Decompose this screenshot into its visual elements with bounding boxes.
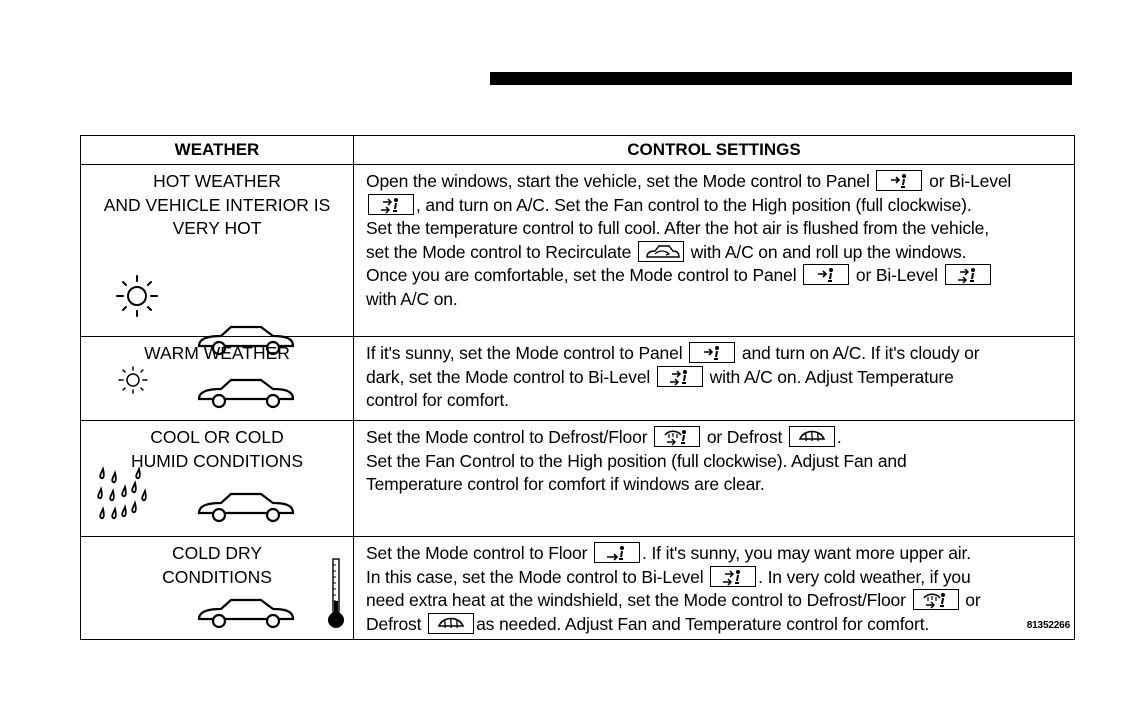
- settings-text: Temperature control for comfort if windo…: [366, 474, 765, 494]
- settings-text: Set the temperature control to full cool…: [366, 218, 989, 238]
- floor-mode-icon: [594, 542, 641, 563]
- settings-text: .: [836, 427, 842, 447]
- car-icon: [197, 378, 295, 409]
- defrost-mode-icon: [788, 426, 835, 447]
- sun-icon: [116, 275, 158, 317]
- section-header-bar: [490, 72, 1072, 85]
- settings-text: control for comfort.: [366, 390, 509, 410]
- car-icon: [197, 598, 295, 629]
- bi-level-mode-icon: [944, 264, 991, 285]
- control-settings-column-header: CONTROL SETTINGS: [353, 135, 1075, 165]
- settings-text: Set the Mode control to Defrost/Floor: [366, 427, 648, 447]
- settings-text: . If it's sunny, you may want more upper…: [642, 543, 971, 563]
- panel-mode-icon: [876, 170, 923, 191]
- car-icon: [197, 492, 295, 523]
- table-row-hot-weather: HOT WEATHER AND VEHICLE INTERIOR IS VERY…: [80, 164, 1075, 356]
- settings-text: or: [965, 590, 981, 610]
- settings-text: with A/C on.: [366, 288, 458, 309]
- weather-label-line: WARM WEATHER: [144, 343, 290, 363]
- table-row-cold-dry: COLD DRY CONDITIONS Set the Mode control…: [80, 536, 1075, 640]
- settings-text: In this case, set the Mode control to Bi…: [366, 566, 704, 587]
- settings-text: or Defrost: [706, 427, 783, 447]
- control-settings-cell: Set the Mode control to Defrost/Floor or…: [353, 420, 1075, 537]
- bi-level-mode-icon: [656, 365, 703, 387]
- weather-cell: COLD DRY CONDITIONS: [80, 536, 354, 640]
- bi-level-mode-icon: [368, 193, 414, 215]
- defrost-mode-icon: [428, 612, 475, 634]
- thermometer-icon: [328, 558, 344, 628]
- settings-text: Once you are comfortable, set the Mode c…: [366, 265, 797, 285]
- settings-text: with A/C on. Adjust Temperature: [709, 366, 954, 387]
- weather-column-header: WEATHER: [80, 135, 354, 165]
- settings-text: or Bi-Level: [929, 171, 1012, 191]
- settings-text: with A/C on and roll up the windows.: [690, 241, 967, 262]
- weather-cell: WARM WEATHER: [80, 336, 354, 421]
- settings-text: Open the windows, start the vehicle, set…: [366, 171, 870, 191]
- settings-text: Set the Mode control to Floor: [366, 543, 588, 563]
- settings-text: and turn on A/C. If it's cloudy or: [741, 343, 980, 363]
- figure-code: 81352266: [1026, 619, 1070, 631]
- weather-cell: COOL OR COLD HUMID CONDITIONS: [80, 420, 354, 537]
- settings-text: as needed. Adjust Fan and Temperature co…: [476, 613, 930, 634]
- defrost-floor-mode-icon: [654, 426, 701, 447]
- settings-text: or Bi-Level: [855, 265, 938, 285]
- panel-mode-icon: [689, 342, 736, 363]
- panel-mode-icon: [803, 264, 850, 285]
- settings-text: , and turn on A/C. Set the Fan control t…: [416, 194, 972, 215]
- weather-label-line: VERY HOT: [172, 218, 262, 238]
- settings-text: set the Mode control to Recirculate: [366, 241, 632, 262]
- weather-label-line: CONDITIONS: [162, 566, 272, 587]
- control-settings-cell: Set the Mode control to Floor . If it's …: [353, 536, 1075, 640]
- weather-label-line: COOL OR COLD: [150, 427, 284, 447]
- settings-text: Set the Fan Control to the High position…: [366, 450, 907, 471]
- weather-label-line: HOT WEATHER: [153, 171, 281, 191]
- weather-cell: HOT WEATHER AND VEHICLE INTERIOR IS VERY…: [80, 164, 354, 356]
- table-row-warm-weather: WARM WEATHER If it's sunny, set the Mode…: [80, 336, 1075, 421]
- raindrops-icon: [97, 466, 147, 520]
- climate-settings-table: WEATHER CONTROL SETTINGS HOT WEATHER AND…: [80, 135, 1075, 640]
- weather-label-line: COLD DRY: [171, 543, 263, 563]
- settings-text: Defrost: [366, 613, 422, 634]
- weather-label-line: AND VEHICLE INTERIOR IS: [103, 194, 331, 215]
- small-sun-icon: [118, 366, 148, 394]
- defrost-floor-mode-icon: [912, 589, 959, 610]
- control-settings-cell: If it's sunny, set the Mode control to P…: [353, 336, 1075, 421]
- settings-text: need extra heat at the windshield, set t…: [366, 590, 906, 610]
- bi-level-mode-icon: [710, 565, 757, 587]
- recirculate-mode-icon: [637, 240, 684, 262]
- table-row-cool-humid: COOL OR COLD HUMID CONDITIONS: [80, 420, 1075, 537]
- settings-text: . In very cold weather, if you: [758, 566, 971, 587]
- control-settings-cell: Open the windows, start the vehicle, set…: [353, 164, 1075, 337]
- settings-text: dark, set the Mode control to Bi-Level: [366, 366, 651, 387]
- table-header-row: WEATHER CONTROL SETTINGS: [80, 135, 1075, 165]
- settings-text: If it's sunny, set the Mode control to P…: [366, 343, 683, 363]
- weather-label-line: HUMID CONDITIONS: [130, 450, 304, 471]
